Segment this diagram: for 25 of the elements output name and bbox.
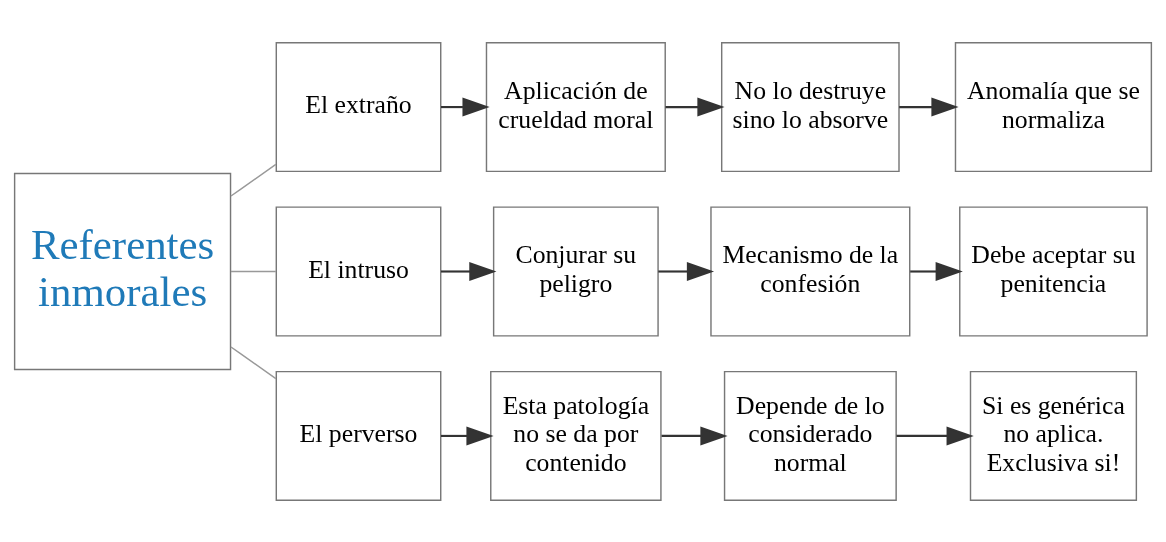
arrow bbox=[899, 97, 959, 117]
arrow bbox=[661, 425, 728, 445]
arrow bbox=[896, 425, 974, 445]
arrow bbox=[441, 261, 497, 281]
node-box: Mecanismo de la confesión bbox=[710, 205, 911, 337]
arrow bbox=[665, 97, 725, 117]
connector bbox=[230, 345, 277, 379]
node-box: Debe aceptar su penitencia bbox=[959, 205, 1148, 337]
node-box: El intruso bbox=[275, 205, 442, 337]
node-box: No lo destruye sino lo absorve bbox=[721, 41, 900, 172]
node-box: Esta patología no se da por contenido bbox=[490, 370, 662, 501]
node-box: Referentes inmorales bbox=[13, 172, 232, 370]
node-box: El perverso bbox=[275, 370, 442, 501]
node-box: Depende de lo considerado normal bbox=[723, 370, 897, 501]
arrow bbox=[441, 97, 490, 117]
node-box: Anomalía que se normaliza bbox=[954, 41, 1153, 172]
node-box: Aplicación de crueldad moral bbox=[485, 41, 666, 172]
node-box: Si es genérica no aplica. Exclusiva si! bbox=[969, 370, 1138, 501]
arrow bbox=[658, 261, 715, 281]
connector bbox=[230, 270, 277, 272]
connector bbox=[230, 163, 277, 197]
node-box: Conjurar su peligro bbox=[492, 205, 659, 337]
arrow bbox=[910, 261, 963, 281]
arrow bbox=[441, 425, 494, 445]
node-box: El extraño bbox=[275, 41, 442, 172]
